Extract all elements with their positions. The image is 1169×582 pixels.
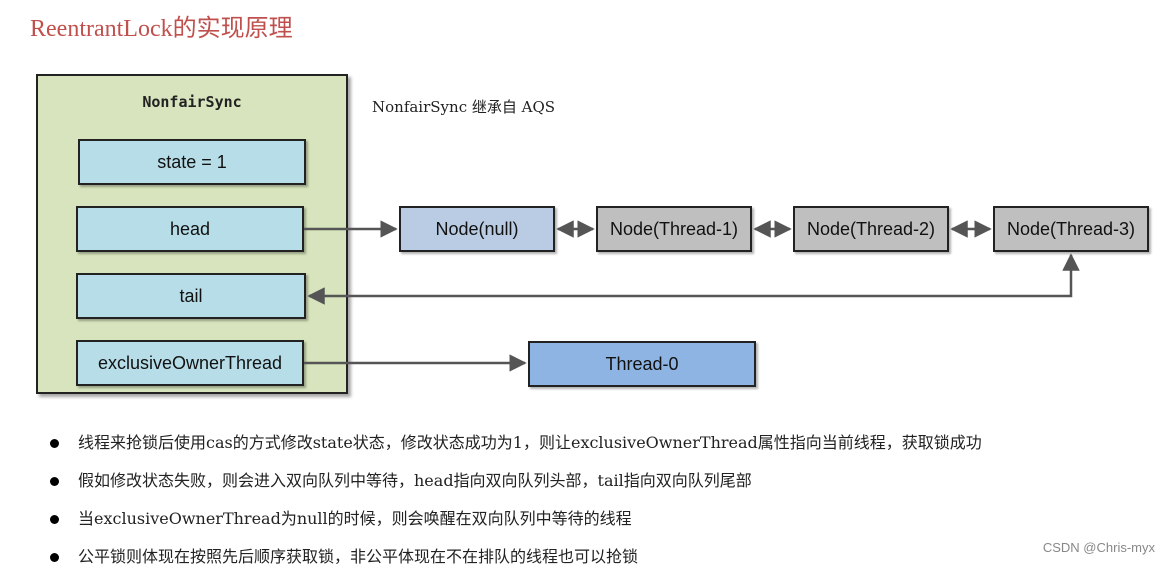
bullet-icon (50, 439, 59, 448)
nonfairsync-label: NonfairSync (142, 93, 242, 111)
queue-node-null: Node(null) (399, 206, 555, 252)
page-title: ReentrantLock的实现原理 (30, 16, 293, 42)
queue-node-thread-3: Node(Thread-3) (993, 206, 1149, 252)
bullet-icon (50, 515, 59, 524)
tail-pointer-arrow (307, 253, 1080, 305)
exclusive-owner-thread-field: exclusiveOwnerThread (76, 340, 304, 386)
state-field: state = 1 (78, 139, 306, 185)
bullet-text: 线程来抢锁后使用cas的方式修改state状态，修改状态成功为1，则让exclu… (78, 433, 982, 452)
list-item: 假如修改状态失败，则会进入双向队列中等待，head指向双向队列头部，tail指向… (48, 468, 982, 506)
bullet-text: 公平锁则体现在按照先后顺序获取锁，非公平体现在不在排队的线程也可以抢锁 (78, 547, 639, 566)
inheritance-note: NonfairSync 继承自 AQS (372, 98, 556, 116)
watermark: CSDN @Chris-myx (1042, 540, 1155, 555)
explanation-list: 线程来抢锁后使用cas的方式修改state状态，修改状态成功为1，则让exclu… (48, 430, 982, 582)
head-field: head (76, 206, 304, 252)
connector-arrows (304, 220, 1080, 372)
list-item: 当exclusiveOwnerThread为null的时候，则会唤醒在双向队列中… (48, 506, 982, 544)
list-item: 线程来抢锁后使用cas的方式修改state状态，修改状态成功为1，则让exclu… (48, 430, 982, 468)
owner-thread-box: Thread-0 (528, 341, 756, 387)
list-item: 公平锁则体现在按照先后顺序获取锁，非公平体现在不在排队的线程也可以抢锁 (48, 544, 982, 582)
tail-field: tail (76, 273, 306, 319)
queue-node-thread-1: Node(Thread-1) (596, 206, 752, 252)
bullet-text: 当exclusiveOwnerThread为null的时候，则会唤醒在双向队列中… (78, 509, 632, 528)
bullet-text: 假如修改状态失败，则会进入双向队列中等待，head指向双向队列头部，tail指向… (78, 471, 752, 490)
bullet-icon (50, 553, 59, 562)
bullet-icon (50, 477, 59, 486)
queue-node-thread-2: Node(Thread-2) (793, 206, 949, 252)
